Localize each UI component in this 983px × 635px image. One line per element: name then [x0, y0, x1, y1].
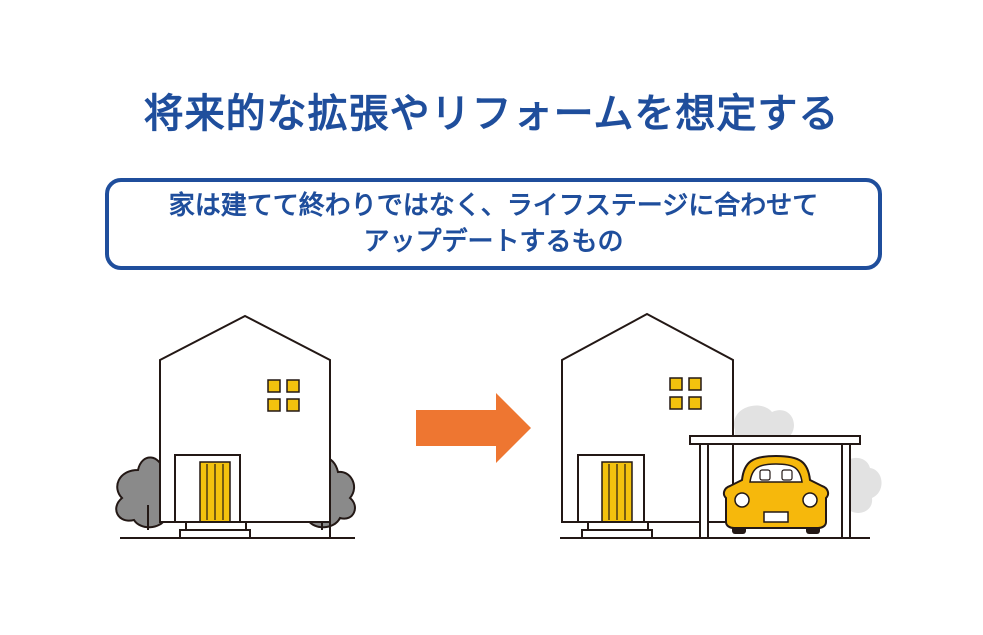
door-icon	[174, 454, 241, 523]
message-line-1: 家は建てて終わりではなく、ライフステージに合わせて	[168, 191, 819, 221]
message-box: 家は建てて終わりではなく、ライフステージに合わせて アップデートするもの	[105, 178, 882, 270]
carport-icon	[689, 435, 861, 539]
page-title: 将来的な拡張やリフォームを想定する	[143, 91, 840, 137]
message-line-2: アップデートするもの	[363, 227, 624, 257]
house-before-icon	[115, 314, 356, 539]
car-icon	[722, 454, 830, 534]
before-after-illustration	[115, 312, 882, 539]
door-icon	[577, 454, 645, 523]
window-grid-icon	[669, 377, 702, 410]
house-after-icon	[560, 312, 882, 539]
right-arrow-icon	[416, 393, 531, 463]
window-grid-icon	[267, 379, 300, 412]
